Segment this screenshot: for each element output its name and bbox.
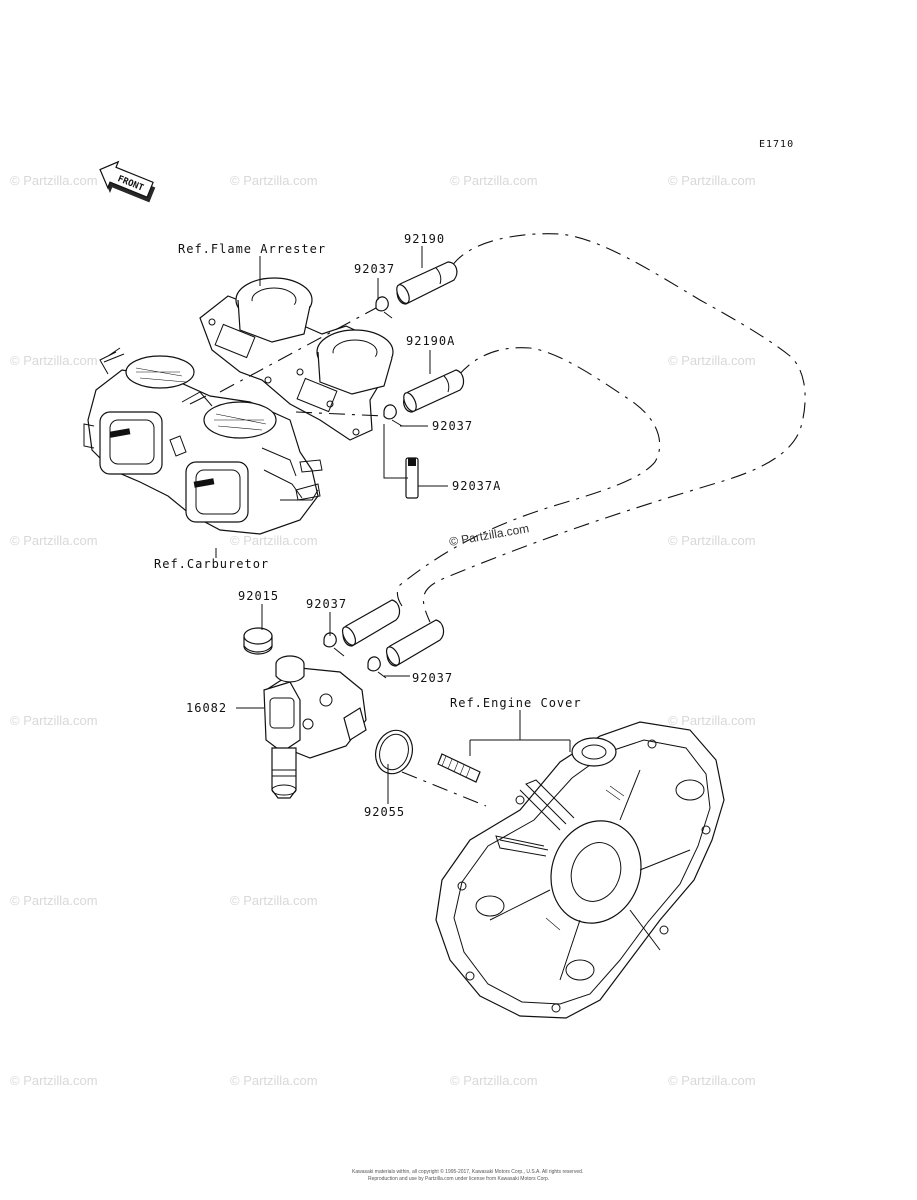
route-line [219,307,377,393]
part-number-92190a: 92190A [406,334,455,348]
watermark: © Partzilla.com [10,893,98,908]
carburetor-assembly [83,347,323,535]
part-number-92190: 92190 [404,232,445,246]
engine-cover [435,721,725,1019]
stud-bolt [437,753,481,783]
clamp-92037-right [367,656,387,679]
part-number-92037: 92037 [432,419,473,433]
part-number-92037: 92037 [412,671,453,685]
watermark: © Partzilla.com [230,533,318,548]
part-number-92055: 92055 [364,805,405,819]
clamp-92037-upper [375,296,393,319]
ref-flame-arrester-label: Ref.Flame Arrester [178,242,326,256]
hose-92190 [396,261,458,305]
watermark: © Partzilla.com [10,713,98,728]
footer-copyright: Kawasaki materials within, all copyright… [352,1168,583,1175]
hose-route-lower [396,347,661,607]
watermark: © Partzilla.com [668,353,756,368]
watermark: © Partzilla.com [10,353,98,368]
diagram-code: E1710 [759,139,794,150]
clamp-92037-mid [383,404,403,427]
footer-license: Reproduction and use by Partzilla.com un… [368,1176,549,1182]
filler-plug-92015 [243,627,273,655]
watermark: © Partzilla.com [230,173,318,188]
watermark: © Partzilla.com [10,1073,98,1088]
part-number-92037a: 92037A [452,479,501,493]
hose-route-upper [422,233,806,623]
part-number-16082: 16082 [186,701,227,715]
ref-carburetor-label: Ref.Carburetor [154,557,269,571]
ref-engine-cover-label: Ref.Engine Cover [450,696,582,710]
o-ring-92055 [374,729,414,775]
watermark: © Partzilla.com [668,173,756,188]
route-line [295,411,385,417]
pump-housing-16082 [263,655,367,799]
watermark: © Partzilla.com [450,1073,538,1088]
flame-arrester-manifold [199,277,394,441]
part-number-92037: 92037 [306,597,347,611]
hose-lower-1 [341,599,401,647]
watermark: © Partzilla.com [668,1073,756,1088]
front-arrow-icon: FRONT [99,160,156,203]
watermark: © Partzilla.com [230,893,318,908]
leader-lines [215,246,571,804]
part-number-92037: 92037 [354,262,395,276]
route-line [401,771,487,807]
hose-lower-2 [385,619,445,667]
watermark: © Partzilla.com [450,173,538,188]
watermark-layer: © Partzilla.com © Partzilla.com © Partzi… [10,173,756,1088]
watermark-center: © Partzilla.com [448,521,530,549]
watermark: © Partzilla.com [10,173,98,188]
hose-92190a [403,369,465,413]
watermark: © Partzilla.com [668,533,756,548]
watermark: © Partzilla.com [10,533,98,548]
watermark: © Partzilla.com [668,713,756,728]
part-number-92015: 92015 [238,589,279,603]
watermark: © Partzilla.com [230,1073,318,1088]
clamp-92037-lower [323,632,345,657]
